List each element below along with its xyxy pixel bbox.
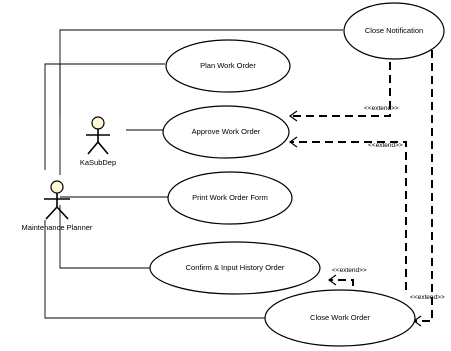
actor-figure-icon: [44, 180, 70, 220]
extend-label-4: <<extend>>: [410, 294, 445, 301]
assoc-planner-close-notification: [59, 29, 343, 175]
use-case-plan-work-order[interactable]: Plan Work Order: [165, 39, 291, 93]
extend-line-close-wo-approve: [290, 141, 407, 290]
extend-line-close-wo-confirm: [330, 279, 354, 286]
extend-label-1: <<extend>>: [364, 105, 399, 112]
use-case-label: Close Notification: [365, 26, 423, 35]
extend-line-close-notification-approve: [290, 62, 391, 117]
planner-associations: [44, 29, 343, 319]
actor-label: KaSubDep: [80, 158, 116, 167]
use-case-label: Plan Work Order: [200, 61, 256, 70]
actor-figure-icon: [86, 116, 110, 155]
actor-kasubdep[interactable]: KaSubDep: [80, 116, 116, 167]
use-case-confirm-input-history-order[interactable]: Confirm & Input History Order: [149, 241, 321, 295]
extend-label-3: <<extend>>: [332, 267, 367, 274]
extend-line-close-notification-close-wo: [415, 50, 433, 322]
assoc-planner-plan-work-order: [44, 63, 165, 170]
extend-arrowhead-1: [288, 110, 298, 122]
use-case-label: Approve Work Order: [192, 127, 261, 136]
extend-relations: [288, 50, 433, 327]
assoc-planner-confirm-history: [59, 205, 150, 269]
actor-label: Maintenance Planner: [22, 223, 93, 232]
use-case-print-work-order-form[interactable]: Print Work Order Form: [167, 171, 293, 225]
use-case-approve-work-order[interactable]: Approve Work Order: [162, 105, 290, 159]
use-case-close-notification[interactable]: Close Notification: [343, 2, 445, 60]
use-case-label: Confirm & Input History Order: [186, 263, 285, 272]
extend-label-2: <<extend>>: [368, 142, 403, 149]
use-case-close-work-order[interactable]: Close Work Order: [264, 289, 416, 347]
actor-maintenance-planner[interactable]: Maintenance Planner: [22, 180, 93, 232]
use-case-label: Close Work Order: [310, 313, 370, 322]
extend-arrowhead-3: [327, 274, 337, 286]
use-case-label: Print Work Order Form: [192, 193, 268, 202]
assoc-planner-close-work-order: [44, 220, 265, 319]
extend-arrowhead-2: [288, 136, 298, 148]
